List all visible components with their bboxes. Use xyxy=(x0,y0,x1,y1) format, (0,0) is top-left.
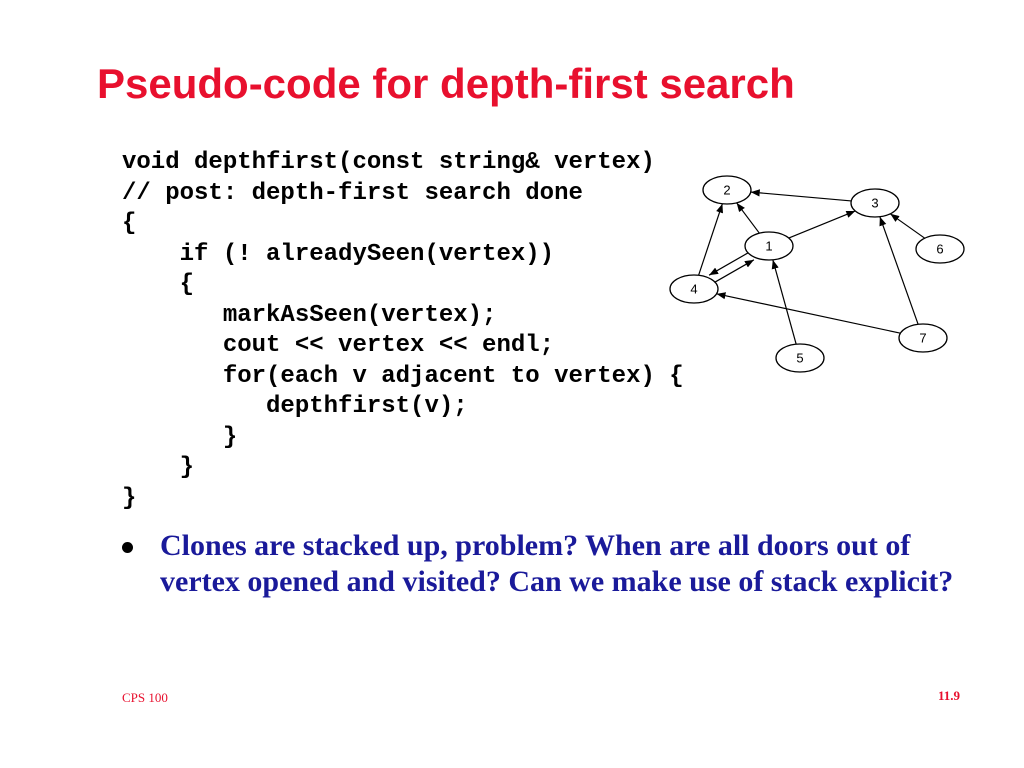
code-line: } xyxy=(122,423,238,451)
code-block: void depthfirst(const string& vertex) //… xyxy=(122,148,684,514)
graph-node-label: 5 xyxy=(796,351,803,366)
graph-node-circle xyxy=(744,231,794,261)
slide-title: Pseudo-code for depth-first search xyxy=(97,60,795,107)
graph-node-label: 7 xyxy=(919,331,926,346)
graph-node-circle xyxy=(775,343,825,373)
graph-node-5: 5 xyxy=(775,343,825,373)
graph-node-label: 1 xyxy=(765,239,772,254)
graph-node-circle xyxy=(669,274,719,304)
graph-nodes: 1 2 3 4 5 6 7 xyxy=(669,175,965,373)
graph-node-label: 6 xyxy=(936,242,943,257)
footer-course: CPS 100 xyxy=(122,690,168,705)
graph-node-label: 4 xyxy=(690,282,697,297)
footer-slide-number: 11.9 xyxy=(937,688,960,703)
graph-node-6: 6 xyxy=(915,234,965,264)
code-line: { xyxy=(122,271,195,298)
code-line: // post: depth-first search done xyxy=(122,179,583,207)
graph-edge-1-4 xyxy=(708,251,751,276)
graph-edge-7-4 xyxy=(716,292,901,334)
graph-node-4: 4 xyxy=(669,274,719,304)
code-line: depthfirst(v); xyxy=(122,393,468,420)
graph-node-circle xyxy=(702,175,752,205)
graph-node-7: 7 xyxy=(898,323,948,353)
bullet-item: Clones are stacked up, problem? When are… xyxy=(122,528,1002,600)
graph-node-label: 2 xyxy=(723,183,730,198)
code-line: cout << vertex << endl; xyxy=(122,332,555,359)
code-line: { xyxy=(122,210,137,237)
graph-node-3: 3 xyxy=(850,188,900,218)
graph-node-circle xyxy=(898,323,948,353)
graph-edge-1-3 xyxy=(788,210,856,239)
graph-node-circle xyxy=(850,188,900,218)
graph-node-2: 2 xyxy=(702,175,752,205)
graph-edge-6-3 xyxy=(889,213,926,239)
code-line: void depthfirst(const string& vertex) xyxy=(122,149,655,176)
graph-edge-5-1 xyxy=(771,259,797,345)
code-line: markAsSeen(vertex); xyxy=(122,301,497,329)
graph-edge-1-2 xyxy=(736,202,760,234)
graph-edge-3-2 xyxy=(750,189,852,202)
code-line: if (! alreadySeen(vertex)) xyxy=(122,240,555,268)
code-line: } xyxy=(122,454,195,481)
graph-edge-7-3 xyxy=(879,216,919,325)
bullet-text: Clones are stacked up, problem? When are… xyxy=(160,529,954,598)
graph-edge-4-2 xyxy=(698,203,723,276)
code-line: for(each v adjacent to vertex) { xyxy=(122,362,684,390)
bullet-dot-icon xyxy=(122,542,133,553)
graph-edges xyxy=(698,189,926,345)
graph-node-circle xyxy=(915,234,965,264)
graph-node-1: 1 xyxy=(744,231,794,261)
graph-edge-4-1 xyxy=(712,259,755,284)
graph-node-label: 3 xyxy=(871,196,878,211)
code-line: } xyxy=(122,484,137,512)
